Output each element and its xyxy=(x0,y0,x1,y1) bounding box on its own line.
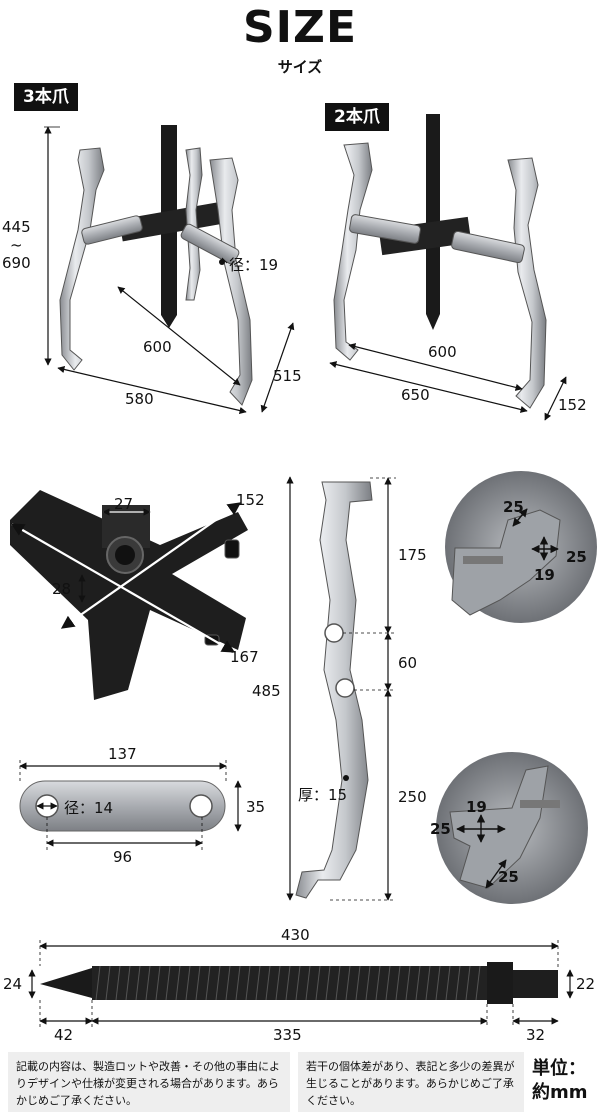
two-jaw-depth: 152 xyxy=(558,396,587,414)
yoke-length-a: 152 xyxy=(236,491,265,509)
two-jaw-label: 2本爪 xyxy=(325,103,389,131)
screw-right-diameter: 22 xyxy=(576,975,596,993)
page-subtitle: サイズ xyxy=(277,58,323,76)
three-jaw-diameter: 径：19 xyxy=(229,256,279,274)
three-jaw-puller-image xyxy=(59,125,253,406)
link-plate-hole-pitch: 96 xyxy=(113,848,133,866)
disclaimer-note-right: 若干の個体差があり、表記と多少の差異が生じることがあります。あらかじめご了承くだ… xyxy=(298,1052,524,1112)
arm-upper-length: 175 xyxy=(398,546,427,564)
unit-label: 単位： xyxy=(532,1058,586,1079)
three-jaw-height-sep: ~ xyxy=(10,236,23,254)
link-plate-hole-diameter: 径：14 xyxy=(64,799,114,817)
hook-top-dim-b: 25 xyxy=(566,548,587,566)
two-jaw-reach: 600 xyxy=(428,343,457,361)
hook-top-dim-c: 19 xyxy=(534,566,555,584)
three-jaw-height-min: 445 xyxy=(2,218,31,236)
hook-top-detail-image xyxy=(445,471,597,623)
yoke-center-width: 27 xyxy=(114,495,134,513)
screw-tip-length: 42 xyxy=(54,1026,74,1044)
forcing-screw-image xyxy=(40,962,558,1004)
hook-bottom-dim-c: 25 xyxy=(498,868,519,886)
two-jaw-width: 650 xyxy=(401,386,430,404)
link-plate-height: 35 xyxy=(246,798,266,816)
two-jaw-puller-image xyxy=(333,114,547,409)
hook-bottom-dim-a: 19 xyxy=(466,798,487,816)
three-jaw-width: 580 xyxy=(125,390,154,408)
screw-left-diameter: 24 xyxy=(3,975,23,993)
three-jaw-height-max: 690 xyxy=(2,254,31,272)
three-jaw-label: 3本爪 xyxy=(14,83,78,111)
hook-top-dim-a: 25 xyxy=(503,498,524,516)
screw-thread-length: 335 xyxy=(273,1026,302,1044)
arm-image xyxy=(295,481,373,899)
link-plate-length: 137 xyxy=(108,745,137,763)
disclaimer-note-left: 記載の内容は、製造ロットや改善・その他の事由によりデザインや仕様が変更される場合… xyxy=(8,1052,290,1112)
screw-end-length: 32 xyxy=(526,1026,546,1044)
page-title: SIZE xyxy=(242,2,358,53)
arm-lower-length: 250 xyxy=(398,788,427,806)
yoke-length-b: 167 xyxy=(230,648,259,666)
arm-total-length: 485 xyxy=(252,682,281,700)
three-jaw-reach: 600 xyxy=(143,338,172,356)
three-jaw-depth: 515 xyxy=(273,367,302,385)
arm-thickness: 厚：15 xyxy=(298,786,348,804)
hook-bottom-dim-b: 25 xyxy=(430,820,451,838)
screw-length: 430 xyxy=(281,926,310,944)
yoke-thickness: 28 xyxy=(52,580,72,598)
link-plate-image xyxy=(19,780,226,832)
unit-value: 約mm xyxy=(532,1082,588,1103)
arm-middle-length: 60 xyxy=(398,654,418,672)
